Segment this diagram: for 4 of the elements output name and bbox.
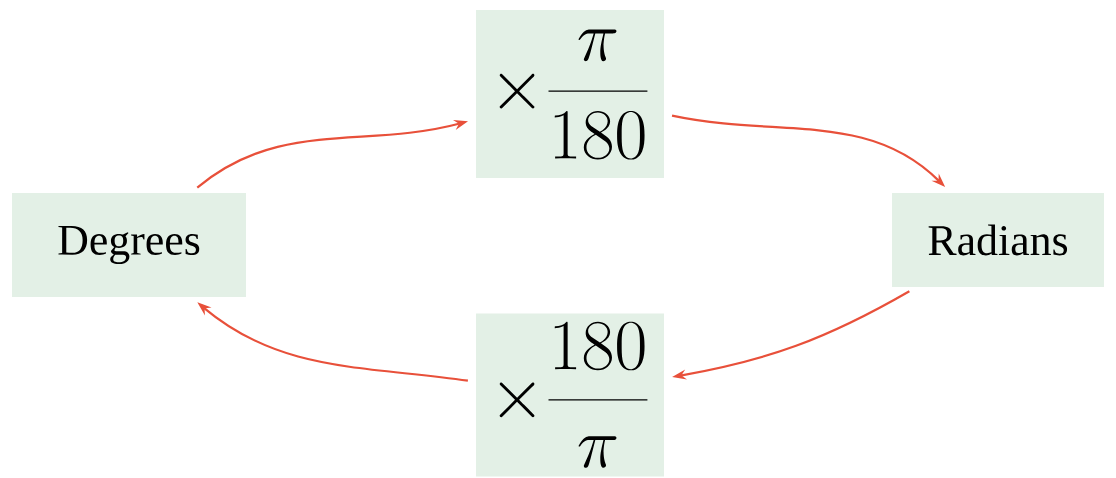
conversion-box: $\times\frac{180}{\pi}$ xyxy=(476,313,664,477)
conversion-box: Degrees xyxy=(12,193,246,297)
conversion-box: Radians xyxy=(892,193,1104,287)
conversion-box: $\times\frac{\pi}{180}$ xyxy=(476,10,664,178)
